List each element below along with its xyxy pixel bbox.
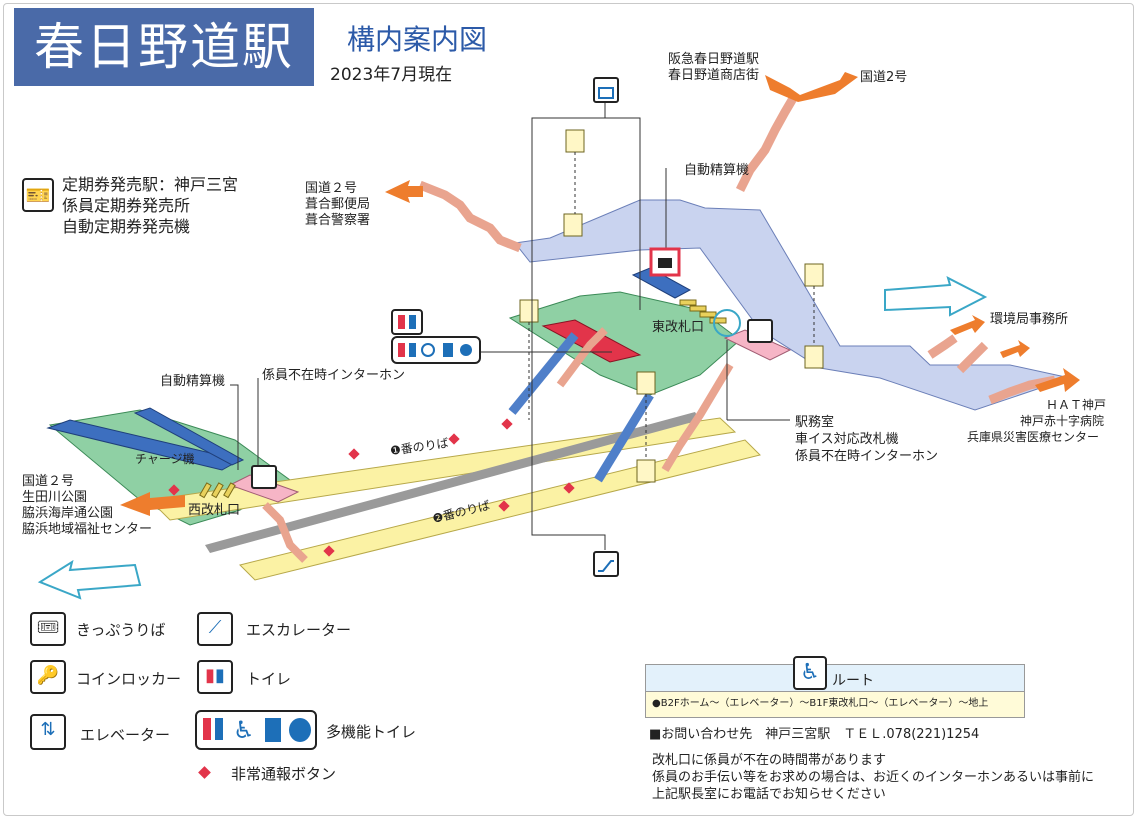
west-turnstiles <box>199 482 236 499</box>
route-path: ●B2Fホーム～（エレベーター）～B1F東改札口～（エレベーター）～地上 <box>645 692 1025 718</box>
direction-arrow-east <box>884 276 988 317</box>
emergency-buttons <box>168 418 575 557</box>
route-title: ルート <box>832 673 874 689</box>
map-title: 構内案内図 <box>347 23 488 56</box>
label-auto-fare-left: 自動精算機 <box>160 374 226 389</box>
elevator-block-east <box>804 263 824 287</box>
legend-elevator: エレベーター <box>80 726 171 744</box>
label-charge: チャージ機 <box>135 452 195 466</box>
legend-locker: コインロッカー <box>76 670 182 688</box>
gate-east-blue <box>631 267 692 299</box>
toilet-icon: ▮▮ <box>197 660 233 694</box>
label-w-park1: 生田川公園 <box>22 490 88 505</box>
label-office-2: 車イス対応改札機 <box>795 432 899 447</box>
contact-note-2: 係員のお手伝い等をお求めの場合は、お近くのインターホンあるいは事前に <box>652 770 1095 785</box>
label-auto-fare-top: 自動精算機 <box>684 163 750 178</box>
ticket-legend-icon: 🎟 <box>30 612 66 646</box>
route-header: ルート <box>645 664 1025 692</box>
legend-toilet: トイレ <box>246 670 292 688</box>
elevator-block-platform <box>636 371 656 395</box>
gate-west-blue-2 <box>133 407 245 466</box>
elevator-block-mid <box>563 213 583 237</box>
multi-toilet-icon: ♿ <box>195 710 317 750</box>
legend-escalator: エスカレーター <box>246 621 352 639</box>
coin-locker-icon: 🔑 <box>30 660 66 694</box>
arrow-east-2 <box>1000 340 1030 358</box>
arrow-west <box>120 492 185 516</box>
label-shotengai: 春日野道商店街 <box>668 68 760 83</box>
ticket-icon-east <box>747 319 773 343</box>
label-west-gate: 西改札口 <box>188 503 241 518</box>
label-nw-post: 葺合郵便局 <box>305 197 371 212</box>
label-nw-police: 葺合警察署 <box>305 213 371 228</box>
page-frame <box>3 3 1134 816</box>
legend-ticket: きっぷうりば <box>76 621 166 639</box>
stairs-platform-2 <box>661 362 734 473</box>
label-east-gate: 東改札口 <box>652 320 705 335</box>
station-name: 春日野道駅 <box>14 8 314 86</box>
elevator-block-east-low <box>804 345 824 369</box>
label-w-route2: 国道２号 <box>22 474 75 489</box>
escalator-icon: ⟋ <box>197 612 233 646</box>
label-office-3: 係員不在時インターホン <box>795 449 939 464</box>
label-w-park2: 脇浜海岸通公園 <box>22 506 114 521</box>
arrow-ne <box>765 72 858 102</box>
stairs-east-2 <box>956 341 989 374</box>
date-label: 2023年7月現在 <box>330 65 453 85</box>
toilet-icon-map <box>391 309 423 335</box>
pass-line-3: 自動定期券発売機 <box>62 217 191 236</box>
contact-note-1: 改札口に係員が不在の時間帯があります <box>652 753 887 768</box>
stairs-ne <box>735 92 799 193</box>
escalator-icon-map <box>593 551 619 577</box>
legend-multi-toilet: 多機能トイレ <box>326 723 417 741</box>
east-gate-marker <box>713 309 741 337</box>
stairs-east <box>927 334 958 359</box>
arrow-env <box>950 315 985 335</box>
arrow-hat <box>1035 368 1080 392</box>
arrow-nw <box>385 180 423 203</box>
ticket-icon-west <box>251 465 277 489</box>
label-hat-3: 兵庫県災害医療センター <box>967 430 1100 444</box>
elevator-icon: ⇅ <box>30 714 66 750</box>
route-wheelchair-icon: ♿ <box>793 656 827 690</box>
label-office-1: 駅務室 <box>795 415 835 430</box>
booth-east <box>723 329 792 361</box>
label-hankyu: 阪急春日野道駅 <box>668 52 760 67</box>
label-route2-ne: 国道2号 <box>860 70 908 85</box>
label-intercom: 係員不在時インターホン <box>262 368 406 383</box>
elevator-block-top <box>565 129 585 153</box>
elevator-block-bottom <box>636 459 656 483</box>
label-hat-2: 神戸赤十字病院 <box>1020 414 1105 428</box>
stairs-west <box>262 502 308 563</box>
pass-line-2: 係員定期券発売所 <box>62 196 191 215</box>
stairs-platform-1 <box>556 327 608 388</box>
stairs-nw <box>418 180 522 253</box>
contact-note-3: 上記駅長室にお電話でお知らせください <box>652 787 886 802</box>
label-hat-1: ＨＡＴ神戸 <box>1046 398 1107 412</box>
upper-passage <box>514 199 1072 411</box>
label-env-office: 環境局事務所 <box>990 312 1069 327</box>
wheelchair-icon: ♿ <box>233 716 255 744</box>
label-w-welfare: 脇浜地域福祉センター <box>22 522 153 537</box>
escalator-a <box>508 332 579 415</box>
pass-line-1: 定期券発売駅：神戸三宮 <box>62 175 239 194</box>
label-nw-route2: 国道２号 <box>305 181 358 196</box>
track <box>205 412 700 553</box>
platform-2 <box>239 439 761 581</box>
elevator-block-concourse <box>519 299 539 323</box>
direction-arrow-west <box>37 559 142 600</box>
legend-emergency: 非常通報ボタン <box>231 765 337 783</box>
commuter-pass-icon: 🎫 <box>22 178 54 212</box>
contact-tel: ■お問い合わせ先 神戸三宮駅 ＴＥＬ.078(221)1254 <box>649 727 980 742</box>
escalator-b <box>594 392 654 483</box>
